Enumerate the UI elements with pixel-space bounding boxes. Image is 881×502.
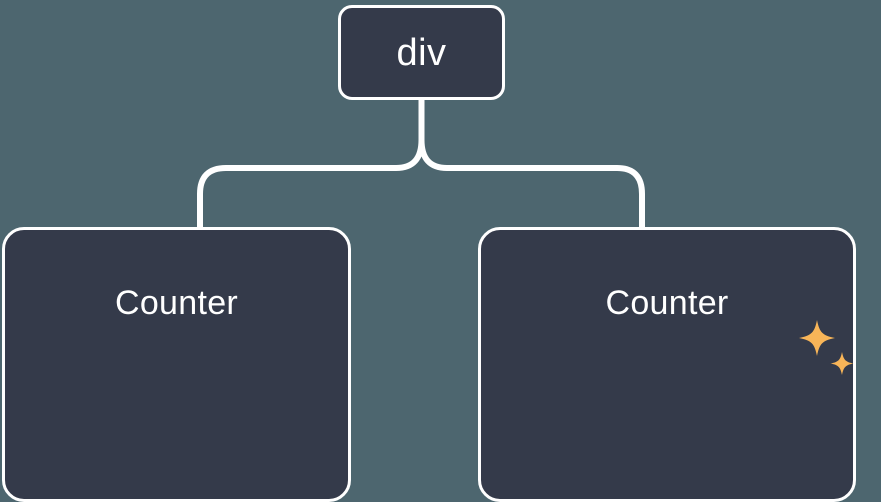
edge-to-right-counter — [418, 139, 645, 228]
counter-left-title: Counter — [114, 284, 239, 322]
node-div[interactable]: div — [338, 5, 505, 100]
sparkles-group — [799, 320, 854, 375]
node-counter-left[interactable]: Counter — [2, 227, 351, 502]
sparkle-small-icon — [830, 352, 854, 375]
edge-to-left-counter — [197, 139, 425, 228]
node-counter-right[interactable]: Counter — [478, 227, 856, 502]
sparkle-icon — [799, 320, 835, 356]
node-div-label: div — [396, 31, 447, 74]
counter-right-title: Counter — [605, 284, 729, 322]
